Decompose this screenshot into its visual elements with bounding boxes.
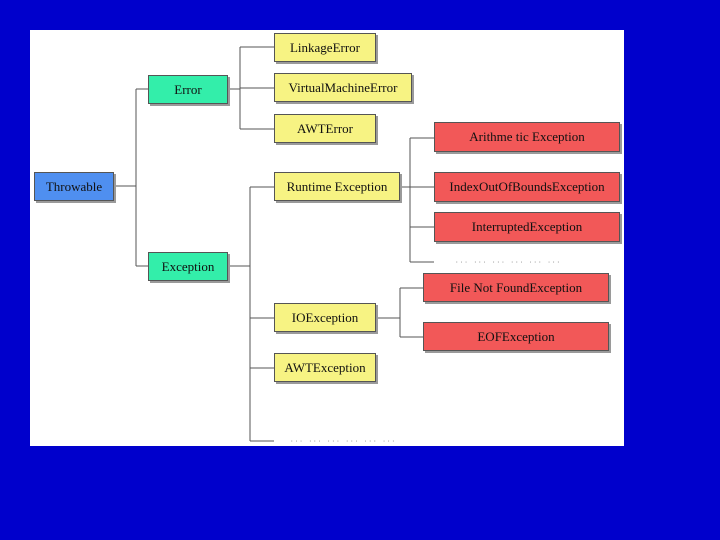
node-exception: Exception: [148, 252, 228, 281]
node-arithmetic-exception: Arithme tic Exception: [434, 122, 620, 152]
exception-more-dots: ··· ··· ··· ··· ··· ···: [290, 438, 397, 445]
node-eof-exception: EOFException: [423, 322, 609, 351]
node-index-out-of-bounds-exception: IndexOutOfBoundsException: [434, 172, 620, 202]
node-linkage-error: LinkageError: [274, 33, 376, 62]
node-error: Error: [148, 75, 228, 104]
node-io-exception: IOException: [274, 303, 376, 332]
node-interrupted-exception: InterruptedException: [434, 212, 620, 242]
node-virtual-machine-error: VirtualMachineError: [274, 73, 412, 102]
node-file-not-found-exception: File Not FoundException: [423, 273, 609, 302]
node-awt-exception: AWTException: [274, 353, 376, 382]
runtime-more-dots: ··· ··· ··· ··· ··· ···: [455, 259, 562, 266]
connector-lines: [114, 46, 434, 442]
node-awt-error: AWTError: [274, 114, 376, 143]
node-throwable: Throwable: [34, 172, 114, 201]
class-hierarchy-diagram: Throwable Error Exception LinkageError V…: [30, 30, 624, 446]
node-runtime-exception: Runtime Exception: [274, 172, 400, 201]
